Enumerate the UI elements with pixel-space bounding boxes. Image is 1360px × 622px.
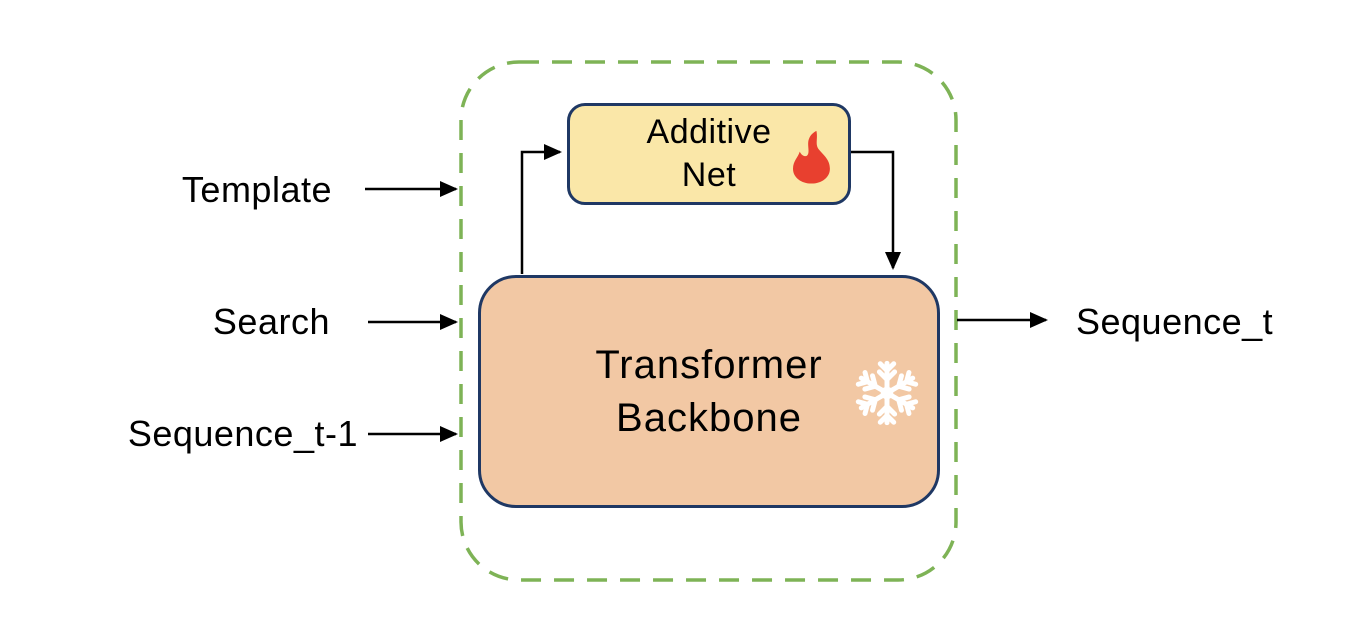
sequence-t-1-label: Sequence_t-1 [127, 413, 358, 454]
backbone-to-additive-arrow [520, 144, 562, 274]
transformer-backbone-label-line1: Transformer [595, 342, 823, 387]
additive-net-box: Additive Net [567, 103, 851, 205]
additive-net-label-line1: Additive [646, 113, 772, 151]
transformer-backbone-label-line2: Backbone [616, 395, 802, 440]
additive-net-label-line2: Net [681, 156, 737, 194]
transformer-backbone-label: Transformer Backbone [595, 339, 822, 445]
sequence-t-label: Sequence_t [1076, 301, 1274, 342]
dashed-module-container [459, 60, 958, 582]
additive-net-label: Additive Net [647, 111, 772, 197]
flame-icon [793, 130, 830, 184]
additive-to-backbone-arrow [849, 150, 901, 270]
snowflake-icon [851, 360, 923, 429]
template-label: Template [181, 169, 332, 210]
transformer-backbone-box: Transformer Backbone [478, 275, 940, 508]
search-label: Search [212, 301, 330, 342]
